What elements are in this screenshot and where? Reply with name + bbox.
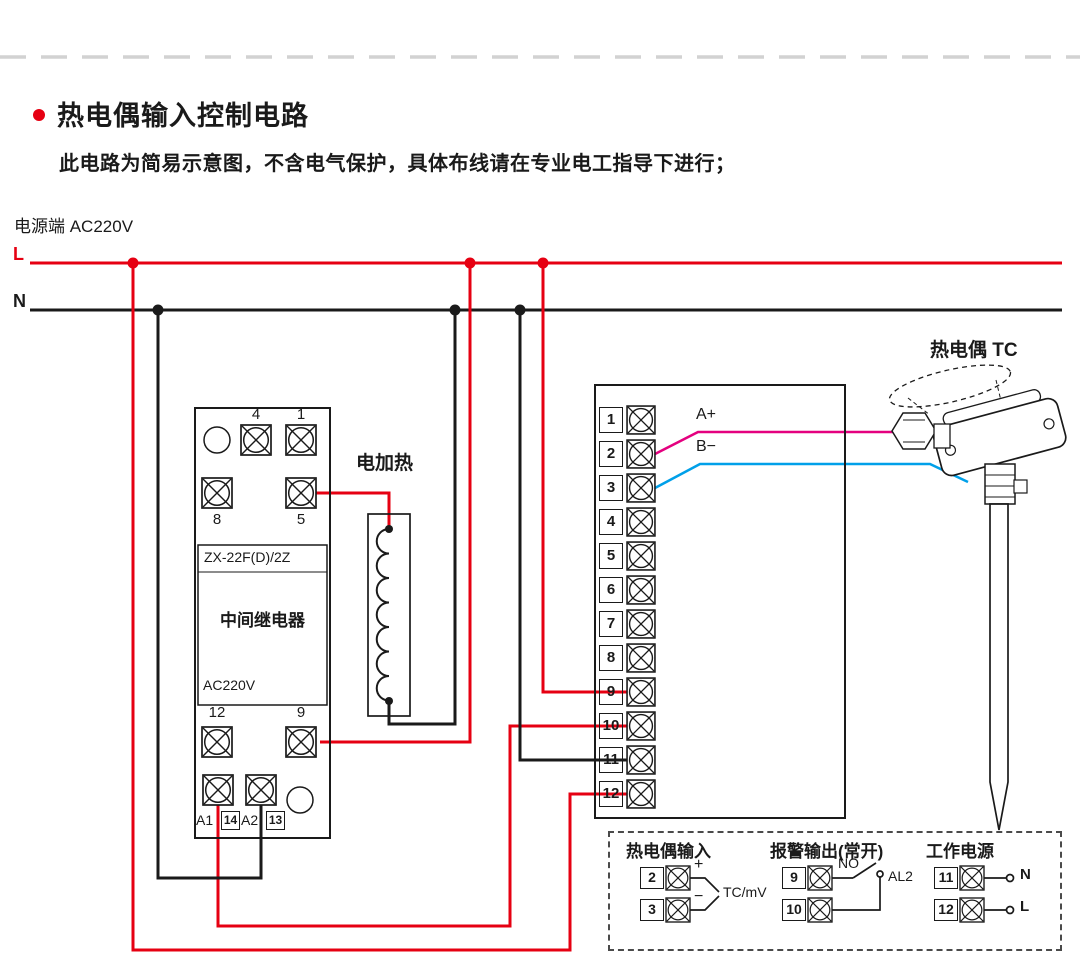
- legend-l-label: L: [1020, 898, 1030, 915]
- relay-terminal-a2: A2: [241, 812, 259, 828]
- power-rails: [30, 261, 1062, 312]
- legend-terminal-11: 11: [934, 867, 958, 889]
- relay-terminal-a1: A1: [196, 812, 214, 828]
- relay-terminal-12: 12: [208, 704, 226, 721]
- page-subtitle: 此电路为简易示意图，不含电气保护，具体布线请在专业电工指导下进行；: [59, 153, 736, 175]
- legend-no-label: NO: [838, 855, 859, 871]
- line-n-label: N: [13, 291, 26, 311]
- relay-name: 中间继电器: [220, 611, 305, 630]
- relay-voltage: AC220V: [203, 677, 256, 693]
- controller-terminal-6: 6: [599, 577, 623, 603]
- legend-n-label: N: [1020, 866, 1031, 883]
- junction-dots: [127, 257, 549, 316]
- legend-alarm-title: 报警输出(常开): [770, 842, 884, 861]
- legend-tc-input-title: 热电偶输入: [626, 842, 711, 861]
- live-wires: [131, 263, 641, 952]
- legend-supply-title: 工作电源: [926, 842, 994, 861]
- legend-al2-label: AL2: [888, 868, 913, 884]
- controller-terminal-10: 10: [599, 713, 623, 739]
- legend-terminal-3: 3: [640, 899, 664, 921]
- heater-symbol: [367, 513, 411, 717]
- controller-terminal-2: 2: [599, 441, 623, 467]
- heater-label: 电加热: [356, 453, 414, 474]
- controller-terminal-screws: [626, 405, 656, 809]
- tc-wire-b-minus: [654, 462, 969, 490]
- legend-terminal-2: 2: [640, 867, 664, 889]
- legend-symbols: [690, 862, 1015, 915]
- controller-terminal-1: 1: [599, 407, 623, 433]
- controller-terminal-3: 3: [599, 475, 623, 501]
- thermocouple-illustration: [888, 364, 1067, 831]
- legend-terminal-12: 12: [934, 899, 958, 921]
- relay-terminal-4: 4: [251, 406, 261, 423]
- controller-terminal-8: 8: [599, 645, 623, 671]
- legend-minus-label: −: [694, 888, 704, 905]
- legend-terminal-10: 10: [782, 899, 806, 921]
- title-bullet-icon: [33, 109, 45, 121]
- controller-terminal-7: 7: [599, 611, 623, 637]
- legend-box: [608, 831, 1062, 951]
- thermocouple-label: 热电偶 TC: [930, 340, 1018, 361]
- power-source-label: 电源端 AC220V: [14, 217, 134, 236]
- relay-terminal-13: 13: [266, 811, 285, 830]
- controller-terminal-9: 9: [599, 679, 623, 705]
- relay-terminal-5: 5: [296, 511, 306, 528]
- relay-terminal-1: 1: [296, 406, 306, 423]
- controller-terminal-5: 5: [599, 543, 623, 569]
- wire-label-b-minus: B−: [696, 438, 717, 455]
- controller-terminal-11: 11: [599, 747, 623, 773]
- controller-terminal-12: 12: [599, 781, 623, 807]
- controller-terminal-4: 4: [599, 509, 623, 535]
- page-title: 热电偶输入控制电路: [57, 101, 309, 131]
- relay-terminal-14: 14: [221, 811, 240, 830]
- relay-module-graphic: [194, 407, 331, 839]
- relay-terminal-9: 9: [296, 704, 306, 721]
- relay-model: ZX-22F(D)/2Z: [204, 549, 291, 565]
- legend-signal-label: TC/mV: [723, 884, 767, 900]
- legend-plus-label: +: [694, 856, 704, 873]
- controller-box: [594, 384, 846, 819]
- neutral-wires: [156, 310, 641, 880]
- relay-terminal-8: 8: [212, 511, 222, 528]
- legend-terminal-9: 9: [782, 867, 806, 889]
- wire-label-a-plus: A+: [696, 406, 717, 423]
- line-l-label: L: [13, 244, 24, 264]
